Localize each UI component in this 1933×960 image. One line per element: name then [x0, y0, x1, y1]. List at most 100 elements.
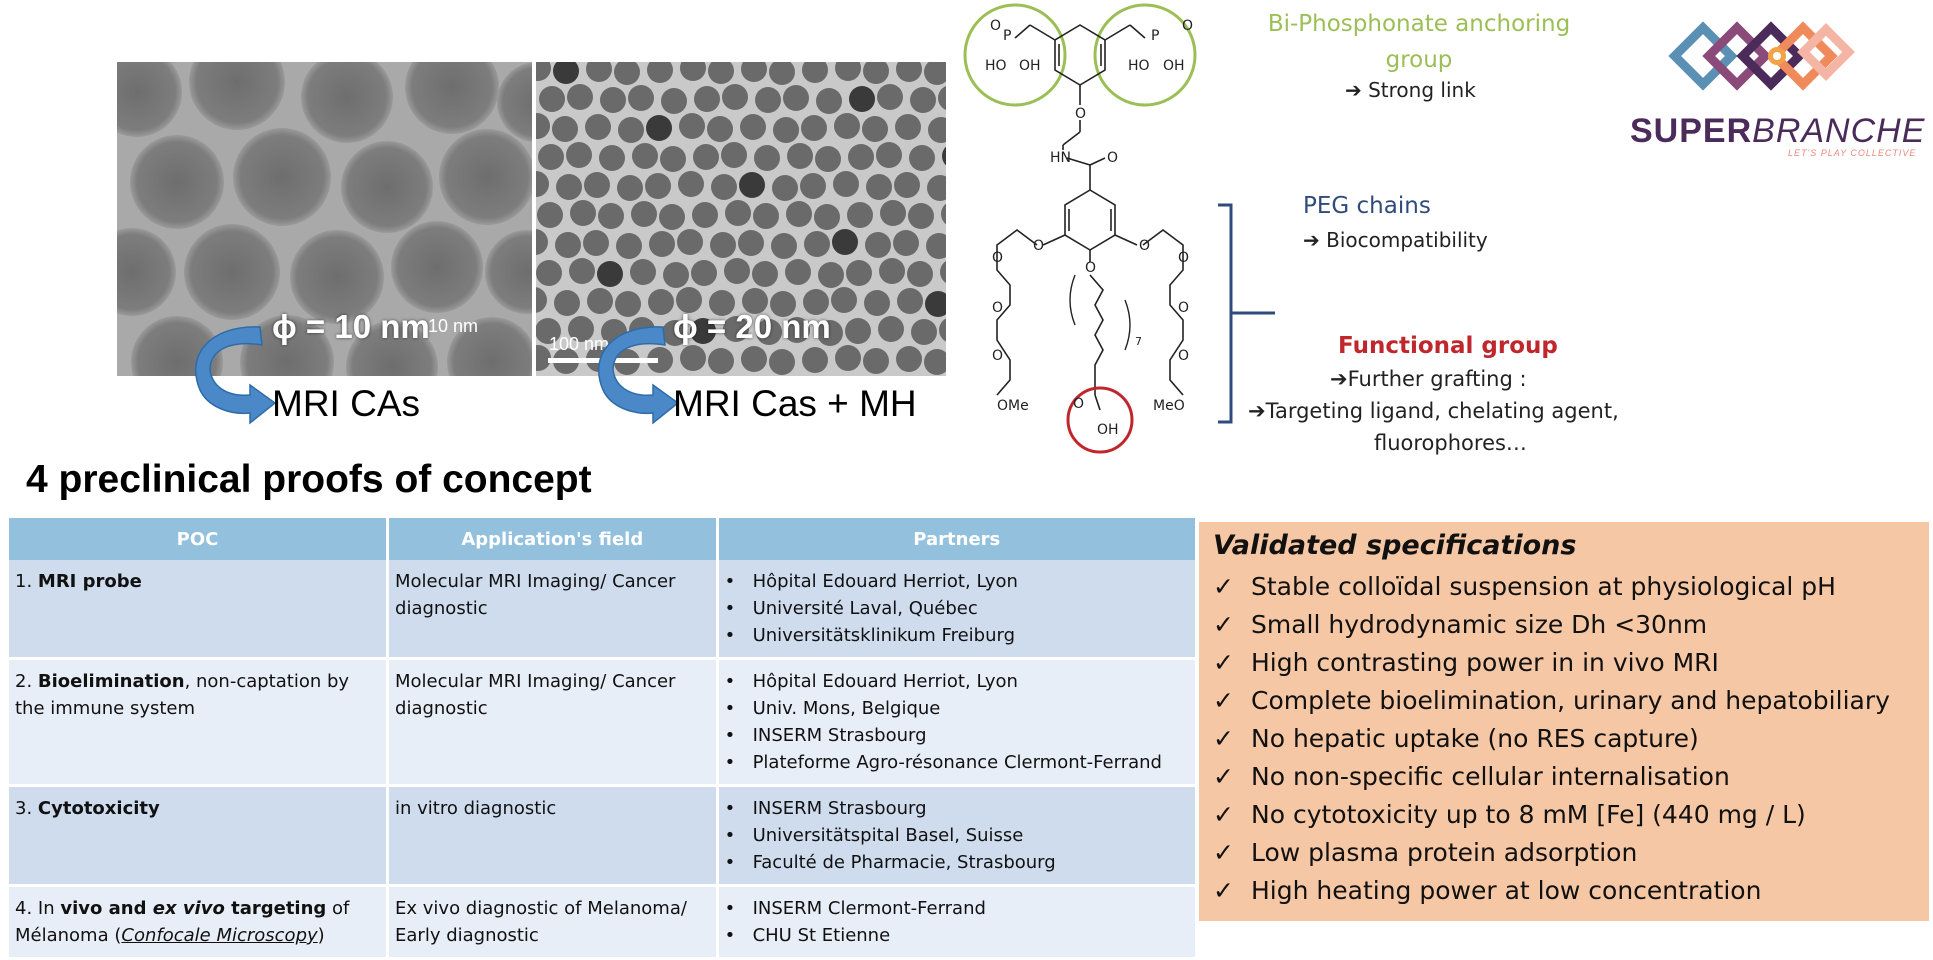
partner-item: Hôpital Edouard Herriot, Lyon — [725, 668, 1187, 695]
functional-group-note-3: fluorophores… — [1374, 431, 1527, 455]
column-header-partners: Partners — [717, 518, 1199, 560]
spec-item: ✓High heating power at low concentration — [1213, 876, 1762, 905]
svg-text:7: 7 — [1135, 335, 1142, 348]
svg-text:P: P — [1151, 28, 1159, 44]
spec-item: ✓High contrasting power in in vivo MRI — [1213, 648, 1719, 677]
svg-text:O: O — [992, 300, 1003, 316]
tem-image-20nm — [536, 62, 946, 376]
checkmark-icon: ✓ — [1213, 572, 1234, 601]
partner-item: Univ. Mons, Belgique — [725, 695, 1187, 722]
svg-text:OH: OH — [1019, 58, 1041, 74]
diameter-label-20nm: ϕ = 20 nm — [673, 308, 831, 345]
partners-cell: Hôpital Edouard Herriot, Lyon Université… — [717, 560, 1199, 660]
checkmark-icon: ✓ — [1213, 648, 1234, 677]
peg-chains-title: PEG chains — [1303, 193, 1431, 219]
spec-item: ✓Low plasma protein adsorption — [1213, 838, 1638, 867]
partners-cell: INSERM Clermont-Ferrand CHU St Etienne — [717, 885, 1199, 960]
anchoring-group-note: ➔ Strong link — [1345, 78, 1476, 102]
svg-text:O: O — [1182, 18, 1193, 34]
svg-text:HN: HN — [1050, 150, 1071, 166]
svg-text:OMe: OMe — [997, 398, 1029, 414]
poc-cell: 3. Cytotoxicity — [9, 785, 390, 887]
spec-item: ✓No hepatic uptake (no RES capture) — [1213, 724, 1699, 753]
checkmark-icon: ✓ — [1213, 724, 1234, 753]
svg-text:MeO: MeO — [1153, 398, 1185, 414]
functional-group-note: ➔Further grafting : — [1330, 367, 1527, 391]
checkmark-icon: ✓ — [1213, 686, 1234, 715]
svg-text:P: P — [1003, 28, 1011, 44]
svg-text:OH: OH — [1097, 422, 1119, 438]
logo-wordmark: SUPERBRANCHE — [1630, 112, 1926, 150]
specifications-list: ✓Stable colloïdal suspension at physiolo… — [1213, 572, 1890, 914]
molecule-structure-diagram: O P HO OH O P HO OH O HN O O O O O O O O… — [963, 3, 1197, 454]
spec-item: ✓Complete bioelimination, urinary and he… — [1213, 686, 1890, 715]
table-row: 1. MRI probe Molecular MRI Imaging/ Canc… — [9, 560, 1199, 660]
checkmark-icon: ✓ — [1213, 762, 1234, 791]
column-header-field: Application's field — [387, 518, 719, 560]
validated-specifications-box: Validated specifications ✓Stable colloïd… — [1199, 522, 1929, 921]
svg-text:HO: HO — [985, 58, 1007, 74]
functional-group-note-2: ➔Targeting ligand, chelating agent, — [1248, 399, 1619, 423]
superbranche-logo-icon — [1668, 21, 1855, 91]
partner-item: INSERM Strasbourg — [725, 722, 1187, 749]
spec-item: ✓No non-specific cellular internalisatio… — [1213, 762, 1730, 791]
logo-tagline: LET'S PLAY COLLECTIVE — [1788, 148, 1917, 158]
table-row: 2. Bioelimination, non-captation by the … — [9, 658, 1199, 787]
svg-text:O: O — [1178, 300, 1189, 316]
partner-item: INSERM Clermont-Ferrand — [725, 895, 1187, 922]
confocale-link[interactable]: Confocale Microscopy — [121, 925, 318, 946]
spec-item: ✓Stable colloïdal suspension at physiolo… — [1213, 572, 1836, 601]
svg-text:O: O — [1178, 348, 1189, 364]
spec-item: ✓Small hydrodynamic size Dh <30nm — [1213, 610, 1708, 639]
peg-chains-note: ➔ Biocompatibility — [1303, 228, 1488, 252]
svg-text:O: O — [1178, 250, 1189, 266]
field-cell: Ex vivo diagnostic of Melanoma/ Early di… — [387, 885, 719, 960]
curved-arrow-icon — [195, 326, 277, 425]
functional-group-title: Functional group — [1338, 333, 1558, 359]
checkmark-icon: ✓ — [1213, 838, 1234, 867]
checkmark-icon: ✓ — [1213, 610, 1234, 639]
partner-item: Université Laval, Québec — [725, 595, 1187, 622]
partner-item: CHU St Etienne — [725, 922, 1187, 949]
field-cell: Molecular MRI Imaging/ Cancer diagnostic — [387, 658, 719, 787]
svg-text:O: O — [1139, 238, 1150, 254]
svg-text:O: O — [992, 348, 1003, 364]
anchoring-group-title: Bi-Phosphonate anchoring group — [1267, 11, 1571, 73]
svg-text:O: O — [1033, 238, 1044, 254]
curved-arrow-icon — [598, 326, 680, 425]
partner-item: INSERM Strasbourg — [725, 795, 1187, 822]
poc-cell: 2. Bioelimination, non-captation by the … — [9, 658, 390, 787]
table-row: 4. In vivo and ex vivo targeting of Méla… — [9, 885, 1199, 960]
table-header-row: POC Application's field Partners — [9, 518, 1199, 560]
scale-bar-label-10nm: 10 nm — [428, 316, 479, 336]
checkmark-icon: ✓ — [1213, 876, 1234, 905]
tem-image-10nm — [117, 62, 532, 376]
caption-mri-cas-mh: MRI Cas + MH — [673, 383, 917, 424]
field-cell: in vitro diagnostic — [387, 785, 719, 887]
spec-item: ✓No cytotoxicity up to 8 mM [Fe] (440 mg… — [1213, 800, 1806, 829]
poc-cell: 1. MRI probe — [9, 560, 390, 660]
svg-text:OH: OH — [1163, 58, 1185, 74]
specifications-title: Validated specifications — [1213, 530, 1577, 561]
peg-bracket — [1218, 203, 1275, 424]
partner-item: Universitätsklinikum Freiburg — [725, 622, 1187, 649]
partner-item: Hôpital Edouard Herriot, Lyon — [725, 568, 1187, 595]
section-heading: 4 preclinical proofs of concept — [26, 458, 592, 501]
caption-mri-cas: MRI CAs — [272, 383, 420, 424]
checkmark-icon: ✓ — [1213, 800, 1234, 829]
svg-text:HO: HO — [1128, 58, 1150, 74]
svg-text:O: O — [992, 250, 1003, 266]
field-cell: Molecular MRI Imaging/ Cancer diagnostic — [387, 560, 719, 660]
poc-cell: 4. In vivo and ex vivo targeting of Méla… — [9, 885, 390, 960]
svg-text:O: O — [1107, 150, 1118, 166]
scale-bar-label-100nm: 100 nm — [549, 334, 610, 354]
svg-text:O: O — [1073, 396, 1084, 412]
partner-item: Plateforme Agro-résonance Clermont-Ferra… — [725, 749, 1187, 776]
partners-cell: INSERM Strasbourg Universitätspital Base… — [717, 785, 1199, 887]
svg-text:O: O — [1075, 106, 1086, 122]
column-header-poc: POC — [9, 518, 390, 560]
poc-table: POC Application's field Partners 1. MRI … — [9, 518, 1199, 960]
svg-text:O: O — [990, 18, 1001, 34]
partner-item: Faculté de Pharmacie, Strasbourg — [725, 849, 1187, 876]
diameter-label-10nm: ϕ = 10 nm — [272, 308, 430, 345]
